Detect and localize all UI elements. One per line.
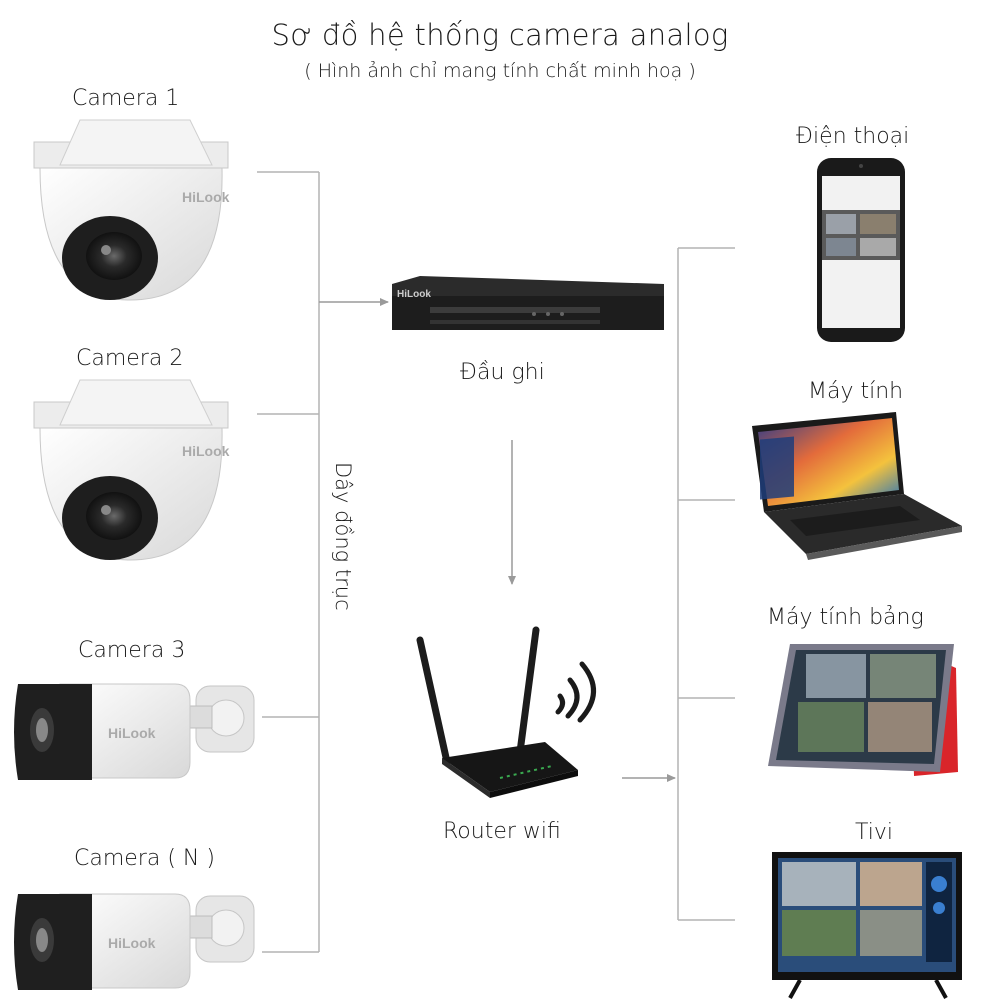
dome-camera-2-icon: HiLook (33, 379, 230, 561)
phone-label: Điện thoại (796, 124, 910, 149)
camera-3-label: Camera 3 (78, 638, 186, 663)
camera-n-label: Camera ( N ) (74, 846, 215, 871)
svg-text:HiLook: HiLook (397, 289, 431, 300)
camera-2-label: Camera 2 (76, 346, 184, 371)
camera-connection-lines (257, 171, 389, 953)
router-label: Router wifi (443, 819, 561, 844)
dome-camera-1-icon: HiLook (33, 119, 230, 301)
svg-text:HiLook: HiLook (108, 935, 156, 951)
svg-text:HiLook: HiLook (182, 443, 230, 459)
wifi-signal-icon (555, 661, 596, 723)
tablet-icon (768, 644, 958, 776)
camera-1-label: Camera 1 (72, 86, 180, 111)
tablet-label: Máy tính bảng (767, 605, 924, 630)
recorder-label: Đầu ghi (460, 360, 545, 385)
diagram-subtitle: ( Hình ảnh chỉ mang tính chất minh hoạ ) (304, 60, 696, 82)
svg-text:HiLook: HiLook (108, 725, 156, 741)
tv-label: Tivi (855, 820, 894, 845)
smartphone-icon (817, 158, 905, 342)
svg-text:HiLook: HiLook (182, 189, 230, 205)
laptop-label: Máy tính (808, 379, 904, 404)
tv-icon (772, 852, 962, 999)
bullet-camera-3-icon: HiLook (14, 683, 255, 780)
bullet-camera-n-icon: HiLook (14, 893, 255, 990)
laptop-icon (752, 412, 962, 560)
router-icon (416, 626, 578, 798)
device-connection-lines (622, 247, 735, 921)
diagram-title: Sơ đồ hệ thống camera analog (271, 18, 729, 52)
recorder-icon: HiLook (392, 276, 664, 330)
